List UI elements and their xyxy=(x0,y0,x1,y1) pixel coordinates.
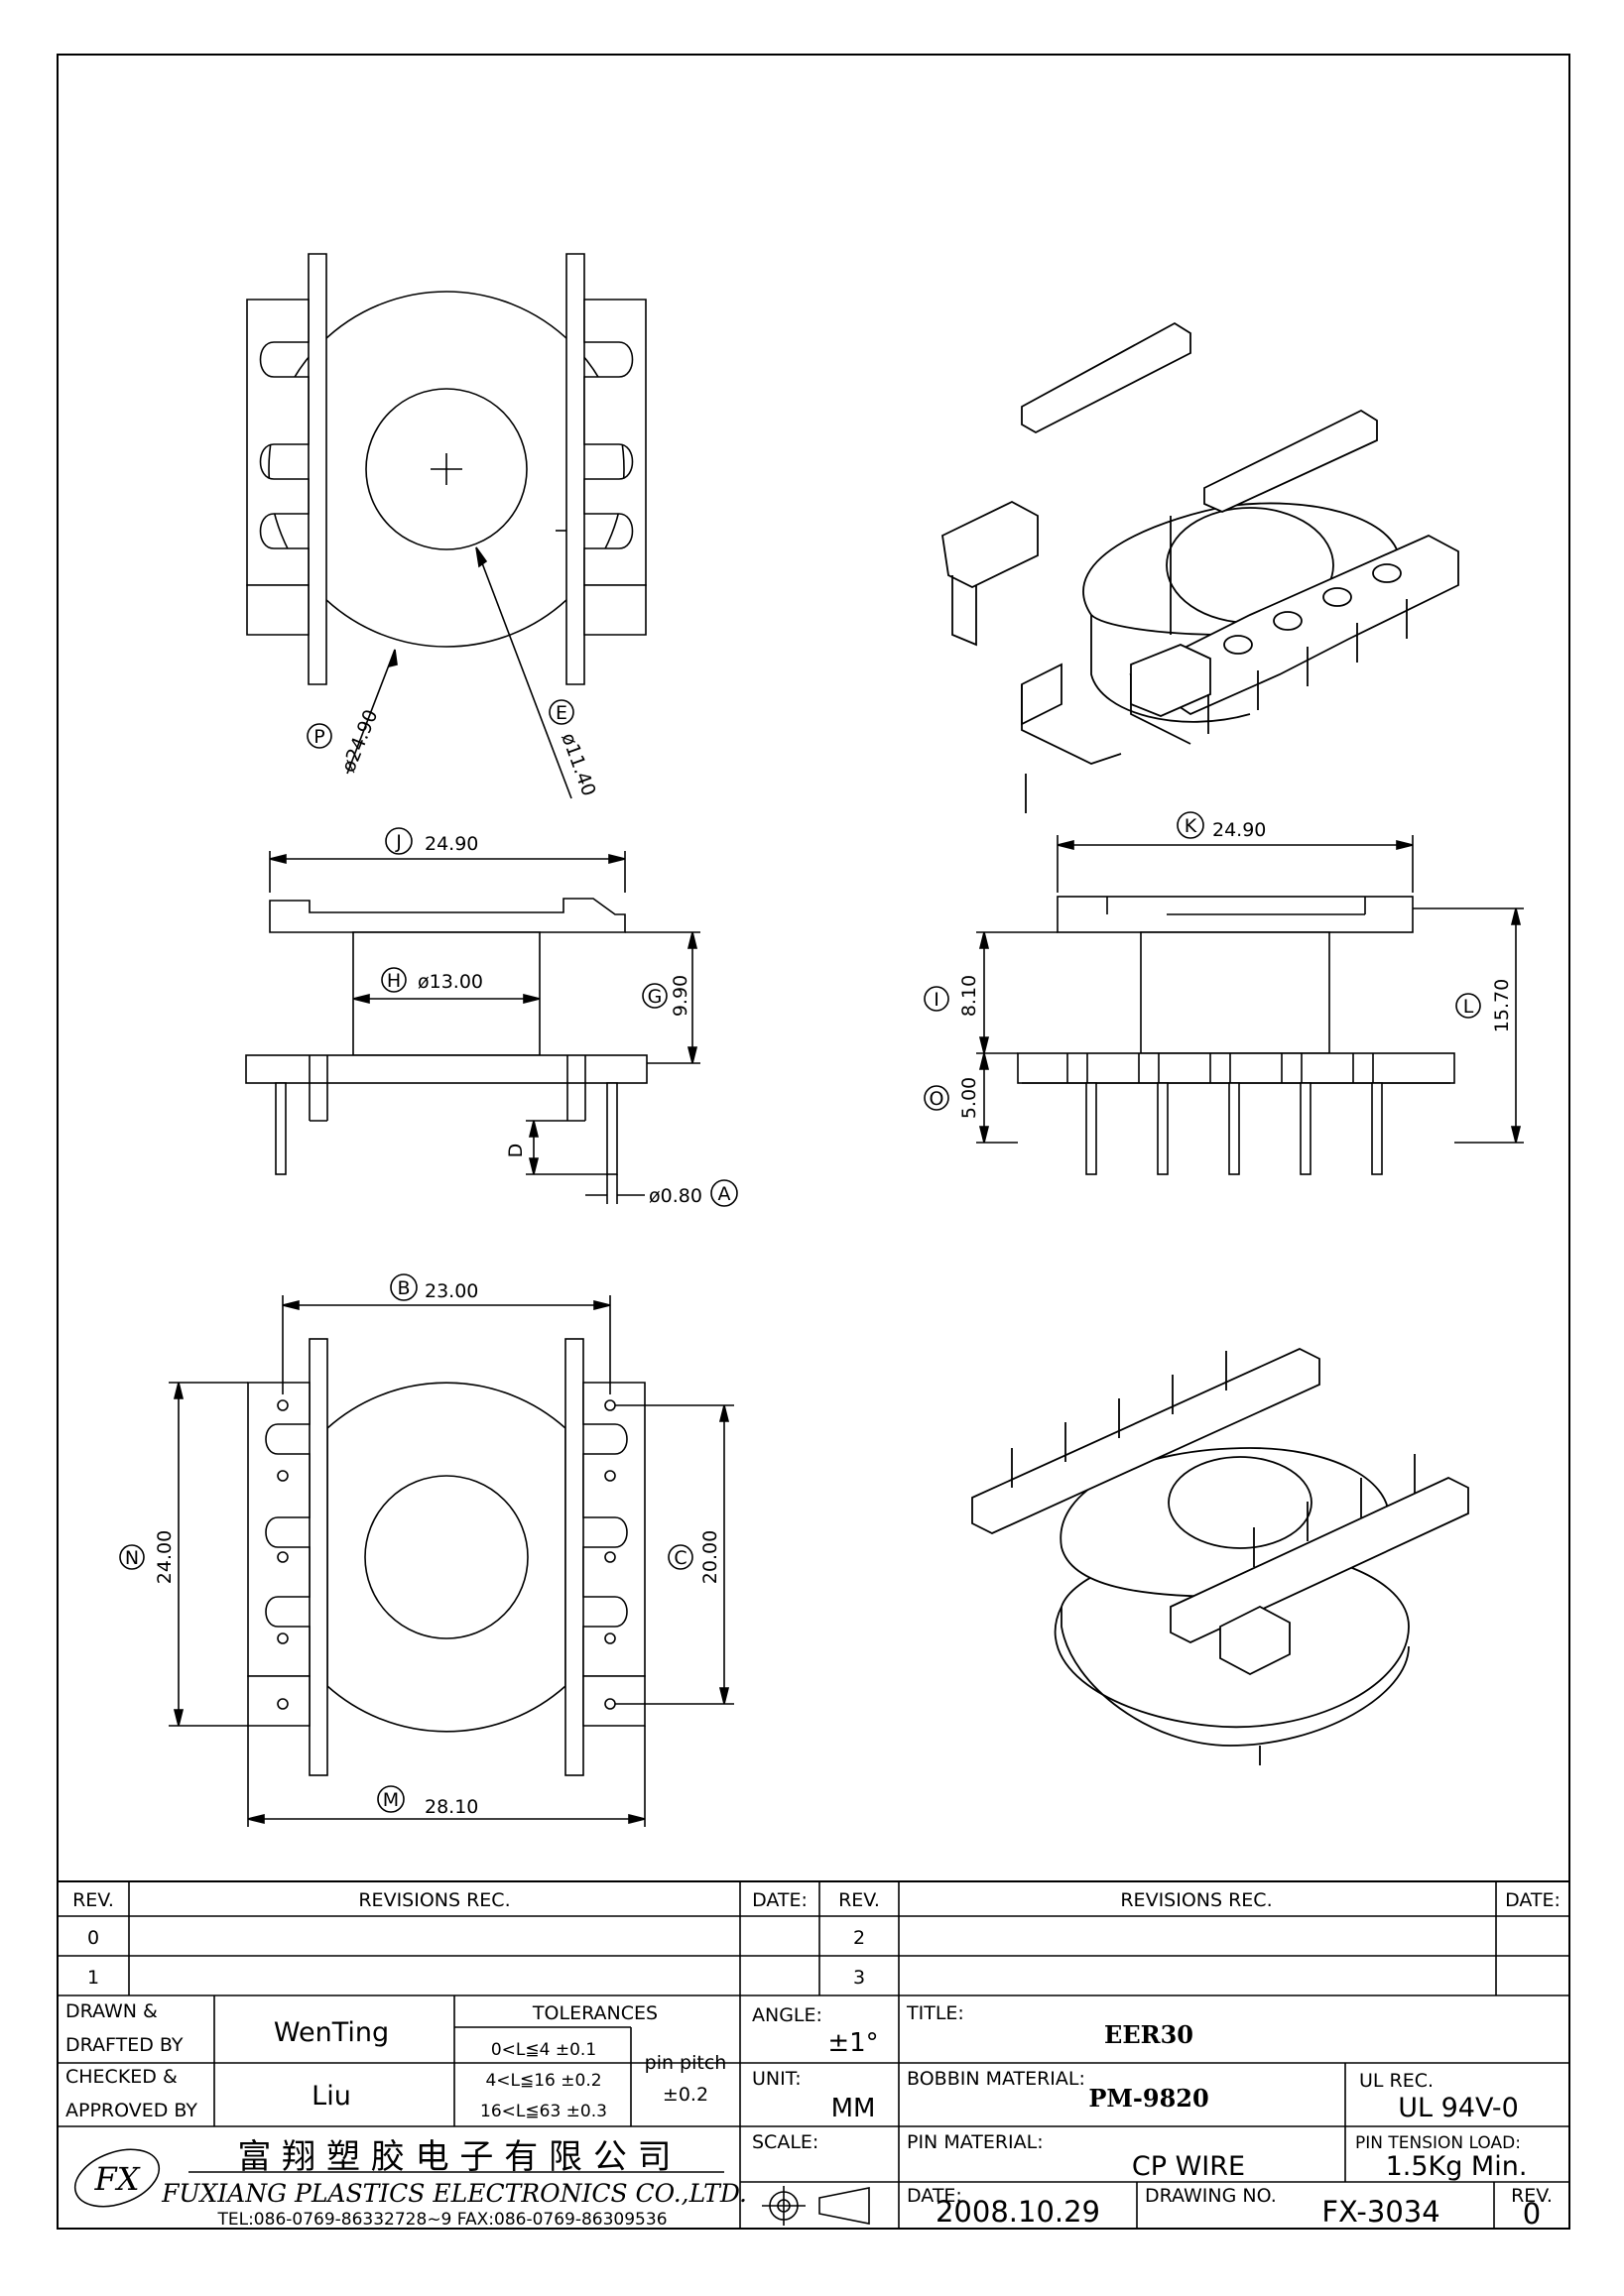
dim-h-value: ø13.00 xyxy=(418,971,483,993)
unit-label: UNIT: xyxy=(752,2068,802,2090)
tolerance-row-2: 4<L≦16 ±0.2 xyxy=(485,2071,601,2091)
rev-header-right: REV. xyxy=(838,1889,880,1911)
dim-e-value: ø11.40 xyxy=(557,730,599,799)
date-header-right: DATE: xyxy=(1505,1889,1561,1911)
scale-label: SCALE: xyxy=(752,2131,818,2153)
dim-k-value: 24.90 xyxy=(1212,819,1266,841)
angle-value: ±1° xyxy=(827,2028,878,2058)
projection-symbol xyxy=(762,2186,870,2226)
drawn-by-value: WenTing xyxy=(274,2017,389,2048)
label-g: G xyxy=(648,986,663,1008)
revisions-header-left: REVISIONS REC. xyxy=(358,1889,510,1911)
drawn-label-1: DRAWN & xyxy=(65,2000,158,2022)
date-label: DATE: xyxy=(907,2185,962,2207)
company-contact: TEL:086-0769-86332728~9 FAX:086-0769-863… xyxy=(216,2210,667,2230)
dim-g-value: 9.90 xyxy=(670,975,691,1017)
svg-text:FX: FX xyxy=(94,2160,141,2198)
pin-material-value: CP WIRE xyxy=(1132,2151,1245,2182)
pin-pitch-label: pin pitch xyxy=(645,2052,727,2074)
rev-left-0: 0 xyxy=(87,1927,99,1949)
checked-by-value: Liu xyxy=(312,2081,351,2112)
checked-label-2: APPROVED BY xyxy=(65,2100,197,2121)
rev-value: 0 xyxy=(1523,2197,1541,2231)
rev-right-2: 2 xyxy=(853,1927,865,1949)
label-o: O xyxy=(930,1088,944,1110)
dim-b-value: 23.00 xyxy=(425,1280,478,1302)
pin-pitch-value: ±0.2 xyxy=(663,2084,708,2106)
rev-label: REV. xyxy=(1511,2185,1553,2207)
dim-m-value: 28.10 xyxy=(425,1796,478,1818)
ul-rec-label: UL REC. xyxy=(1359,2070,1434,2092)
bottom-view: B 23.00 N 24.00 C 20.00 M 28.10 xyxy=(119,1273,734,1827)
side-view: K 24.90 I 8.10 O 5.00 L 15.70 xyxy=(924,811,1524,1175)
checked-label-1: CHECKED & xyxy=(65,2066,178,2088)
tolerances-header: TOLERANCES xyxy=(532,2002,658,2024)
bobbin-material-value: PM-9820 xyxy=(1088,2084,1208,2113)
dim-p-value: ø24.90 xyxy=(337,706,382,775)
dim-i-value: 8.10 xyxy=(958,975,980,1017)
dim-c-value: 20.00 xyxy=(699,1530,721,1584)
label-a: A xyxy=(718,1183,731,1205)
dim-a-value: ø0.80 xyxy=(649,1185,702,1207)
angle-label: ANGLE: xyxy=(752,2004,822,2026)
label-l: L xyxy=(1463,996,1474,1018)
iso-view-top xyxy=(941,321,1459,813)
drawing-no-label: DRAWING NO. xyxy=(1145,2185,1277,2207)
dim-j-value: 24.90 xyxy=(425,833,478,855)
label-j: J xyxy=(395,831,402,853)
unit-value: MM xyxy=(831,2094,876,2123)
front-view: J 24.90 H ø13.00 G 9.90 D ø0.80 A xyxy=(245,827,738,1207)
drawing-no-value: FX-3034 xyxy=(1321,2195,1439,2229)
company-name-en: FUXIANG PLASTICS ELECTRONICS CO.,LTD. xyxy=(161,2179,747,2208)
company-name-cn: 富 翔 塑 胶 电 子 有 限 公 司 xyxy=(237,2137,671,2177)
bobbin-material-label: BOBBIN MATERIAL: xyxy=(907,2068,1085,2090)
label-i: I xyxy=(934,989,939,1011)
label-c: C xyxy=(674,1547,687,1569)
label-b: B xyxy=(397,1277,410,1299)
date-value: 2008.10.29 xyxy=(936,2195,1100,2229)
rev-left-1: 1 xyxy=(87,1967,99,1989)
dim-n-value: 24.00 xyxy=(154,1530,176,1584)
pin-material-label: PIN MATERIAL: xyxy=(907,2131,1044,2153)
label-k: K xyxy=(1185,815,1197,837)
label-n: N xyxy=(125,1547,139,1569)
tolerance-row-1: 0<L≦4 ±0.1 xyxy=(491,2040,596,2060)
side-pin-group xyxy=(1066,1053,1383,1175)
pin-tension-label: PIN TENSION LOAD: xyxy=(1355,2133,1521,2153)
ul-rec-value: UL 94V-0 xyxy=(1398,2093,1519,2123)
label-p: P xyxy=(313,726,324,748)
date-header-left: DATE: xyxy=(752,1889,808,1911)
iso-view-bottom xyxy=(971,1348,1469,1765)
label-h: H xyxy=(387,970,401,992)
drawn-label-2: DRAFTED BY xyxy=(65,2034,184,2056)
rev-header-left: REV. xyxy=(72,1889,114,1911)
label-e: E xyxy=(556,702,567,724)
dim-l-value: 15.70 xyxy=(1491,979,1513,1032)
tolerance-row-3: 16<L≦63 ±0.3 xyxy=(480,2102,607,2121)
title-block: REV. REVISIONS REC. DATE: REV. REVISIONS… xyxy=(57,1880,1570,2231)
top-view: P ø24.90 E ø11.40 xyxy=(246,253,647,799)
revisions-header-right: REVISIONS REC. xyxy=(1120,1889,1272,1911)
pin-tension-value: 1.5Kg Min. xyxy=(1386,2151,1528,2182)
company-logo: FX xyxy=(73,2148,161,2208)
title-value: EER30 xyxy=(1104,2020,1193,2049)
rev-right-3: 3 xyxy=(853,1967,865,1989)
title-label: TITLE: xyxy=(906,2002,964,2024)
dim-o-value: 5.00 xyxy=(958,1077,980,1119)
label-d: D xyxy=(505,1144,527,1158)
label-m: M xyxy=(383,1789,399,1811)
